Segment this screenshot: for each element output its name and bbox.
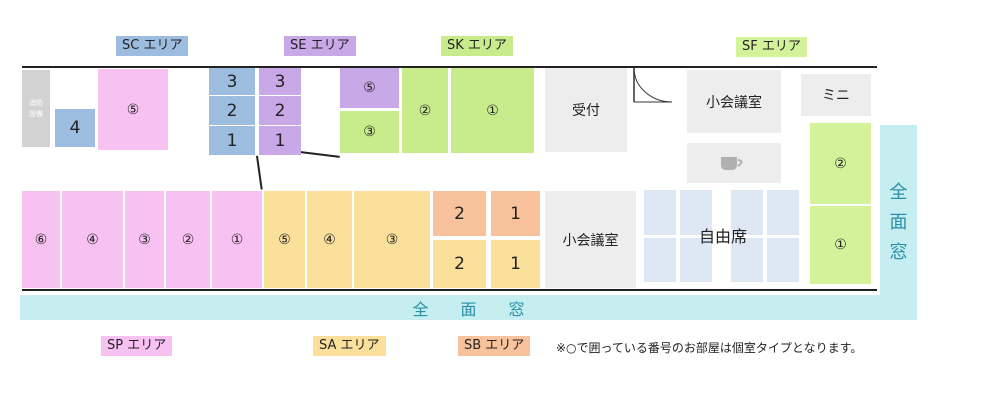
sk-area-tag: SK エリア xyxy=(441,36,513,56)
room-sp-1[interactable]: ① xyxy=(212,191,262,288)
sf-area-tag: SF エリア xyxy=(736,37,807,57)
top-wall xyxy=(22,66,877,68)
room-se-1[interactable]: 1 xyxy=(259,126,301,155)
coffee-cup-icon xyxy=(721,157,743,170)
room-sk-3[interactable]: ③ xyxy=(340,111,399,153)
room-sa-2-lower[interactable]: 2 xyxy=(433,240,486,288)
kitchen-area xyxy=(687,143,781,183)
room-sp-2[interactable]: ② xyxy=(166,191,210,288)
free-seat-divider xyxy=(644,235,799,238)
divider-line xyxy=(256,155,263,190)
door-swing-icon xyxy=(633,67,673,103)
room-sa-1-lower[interactable]: 1 xyxy=(491,240,540,288)
room-se-2[interactable]: 2 xyxy=(259,96,301,125)
room-sa-3[interactable]: ③ xyxy=(354,191,430,288)
room-sk-1[interactable]: ① xyxy=(451,68,534,153)
room-sc-2[interactable]: 2 xyxy=(209,96,255,125)
room-sc-1[interactable]: 1 xyxy=(209,126,255,155)
room-sb-2-upper[interactable]: 2 xyxy=(433,191,486,236)
room-sk-2[interactable]: ② xyxy=(402,68,448,153)
room-sp-3[interactable]: ③ xyxy=(125,191,164,288)
small-meeting-room-bottom[interactable]: 小会議室 xyxy=(545,191,636,288)
room-sf-2[interactable]: ② xyxy=(810,123,871,204)
room-sp-5-top[interactable]: ⑤ xyxy=(98,69,168,150)
room-sa-5[interactable]: ⑤ xyxy=(264,191,305,288)
bottom-window: 全 面 窓 xyxy=(20,295,917,320)
reception: 受付 xyxy=(545,68,627,152)
room-sa-4[interactable]: ④ xyxy=(307,191,352,288)
bottom-wall xyxy=(22,289,877,291)
room-sb-1-upper[interactable]: 1 xyxy=(491,191,540,236)
room-sp-6[interactable]: ⑥ xyxy=(22,191,60,288)
room-sc-4[interactable]: 4 xyxy=(55,109,95,147)
sa-area-tag: SA エリア xyxy=(313,336,386,356)
mini-room[interactable]: ミニ xyxy=(801,74,871,116)
se-area-tag: SE エリア xyxy=(284,36,356,56)
right-window: 全 面 窓 xyxy=(880,125,917,320)
free-seats-label: 自由席 xyxy=(698,227,747,246)
sp-area-tag: SP エリア xyxy=(101,336,173,356)
note-text: ※○で囲っている番号のお部屋は個室タイプとなります。 xyxy=(556,341,863,355)
room-se-5[interactable]: ⑤ xyxy=(340,68,399,108)
divider-line-2 xyxy=(299,151,340,158)
room-sp-4[interactable]: ④ xyxy=(62,191,123,288)
sc-area-tag: SC エリア xyxy=(116,36,189,56)
fire-equipment: 消防 設備 xyxy=(22,70,50,147)
sb-area-tag: SB エリア xyxy=(458,336,531,356)
room-sc-3[interactable]: 3 xyxy=(209,68,255,95)
small-meeting-room-top[interactable]: 小会議室 xyxy=(687,70,781,133)
room-sf-1[interactable]: ① xyxy=(810,206,871,284)
room-se-3[interactable]: 3 xyxy=(259,68,301,95)
